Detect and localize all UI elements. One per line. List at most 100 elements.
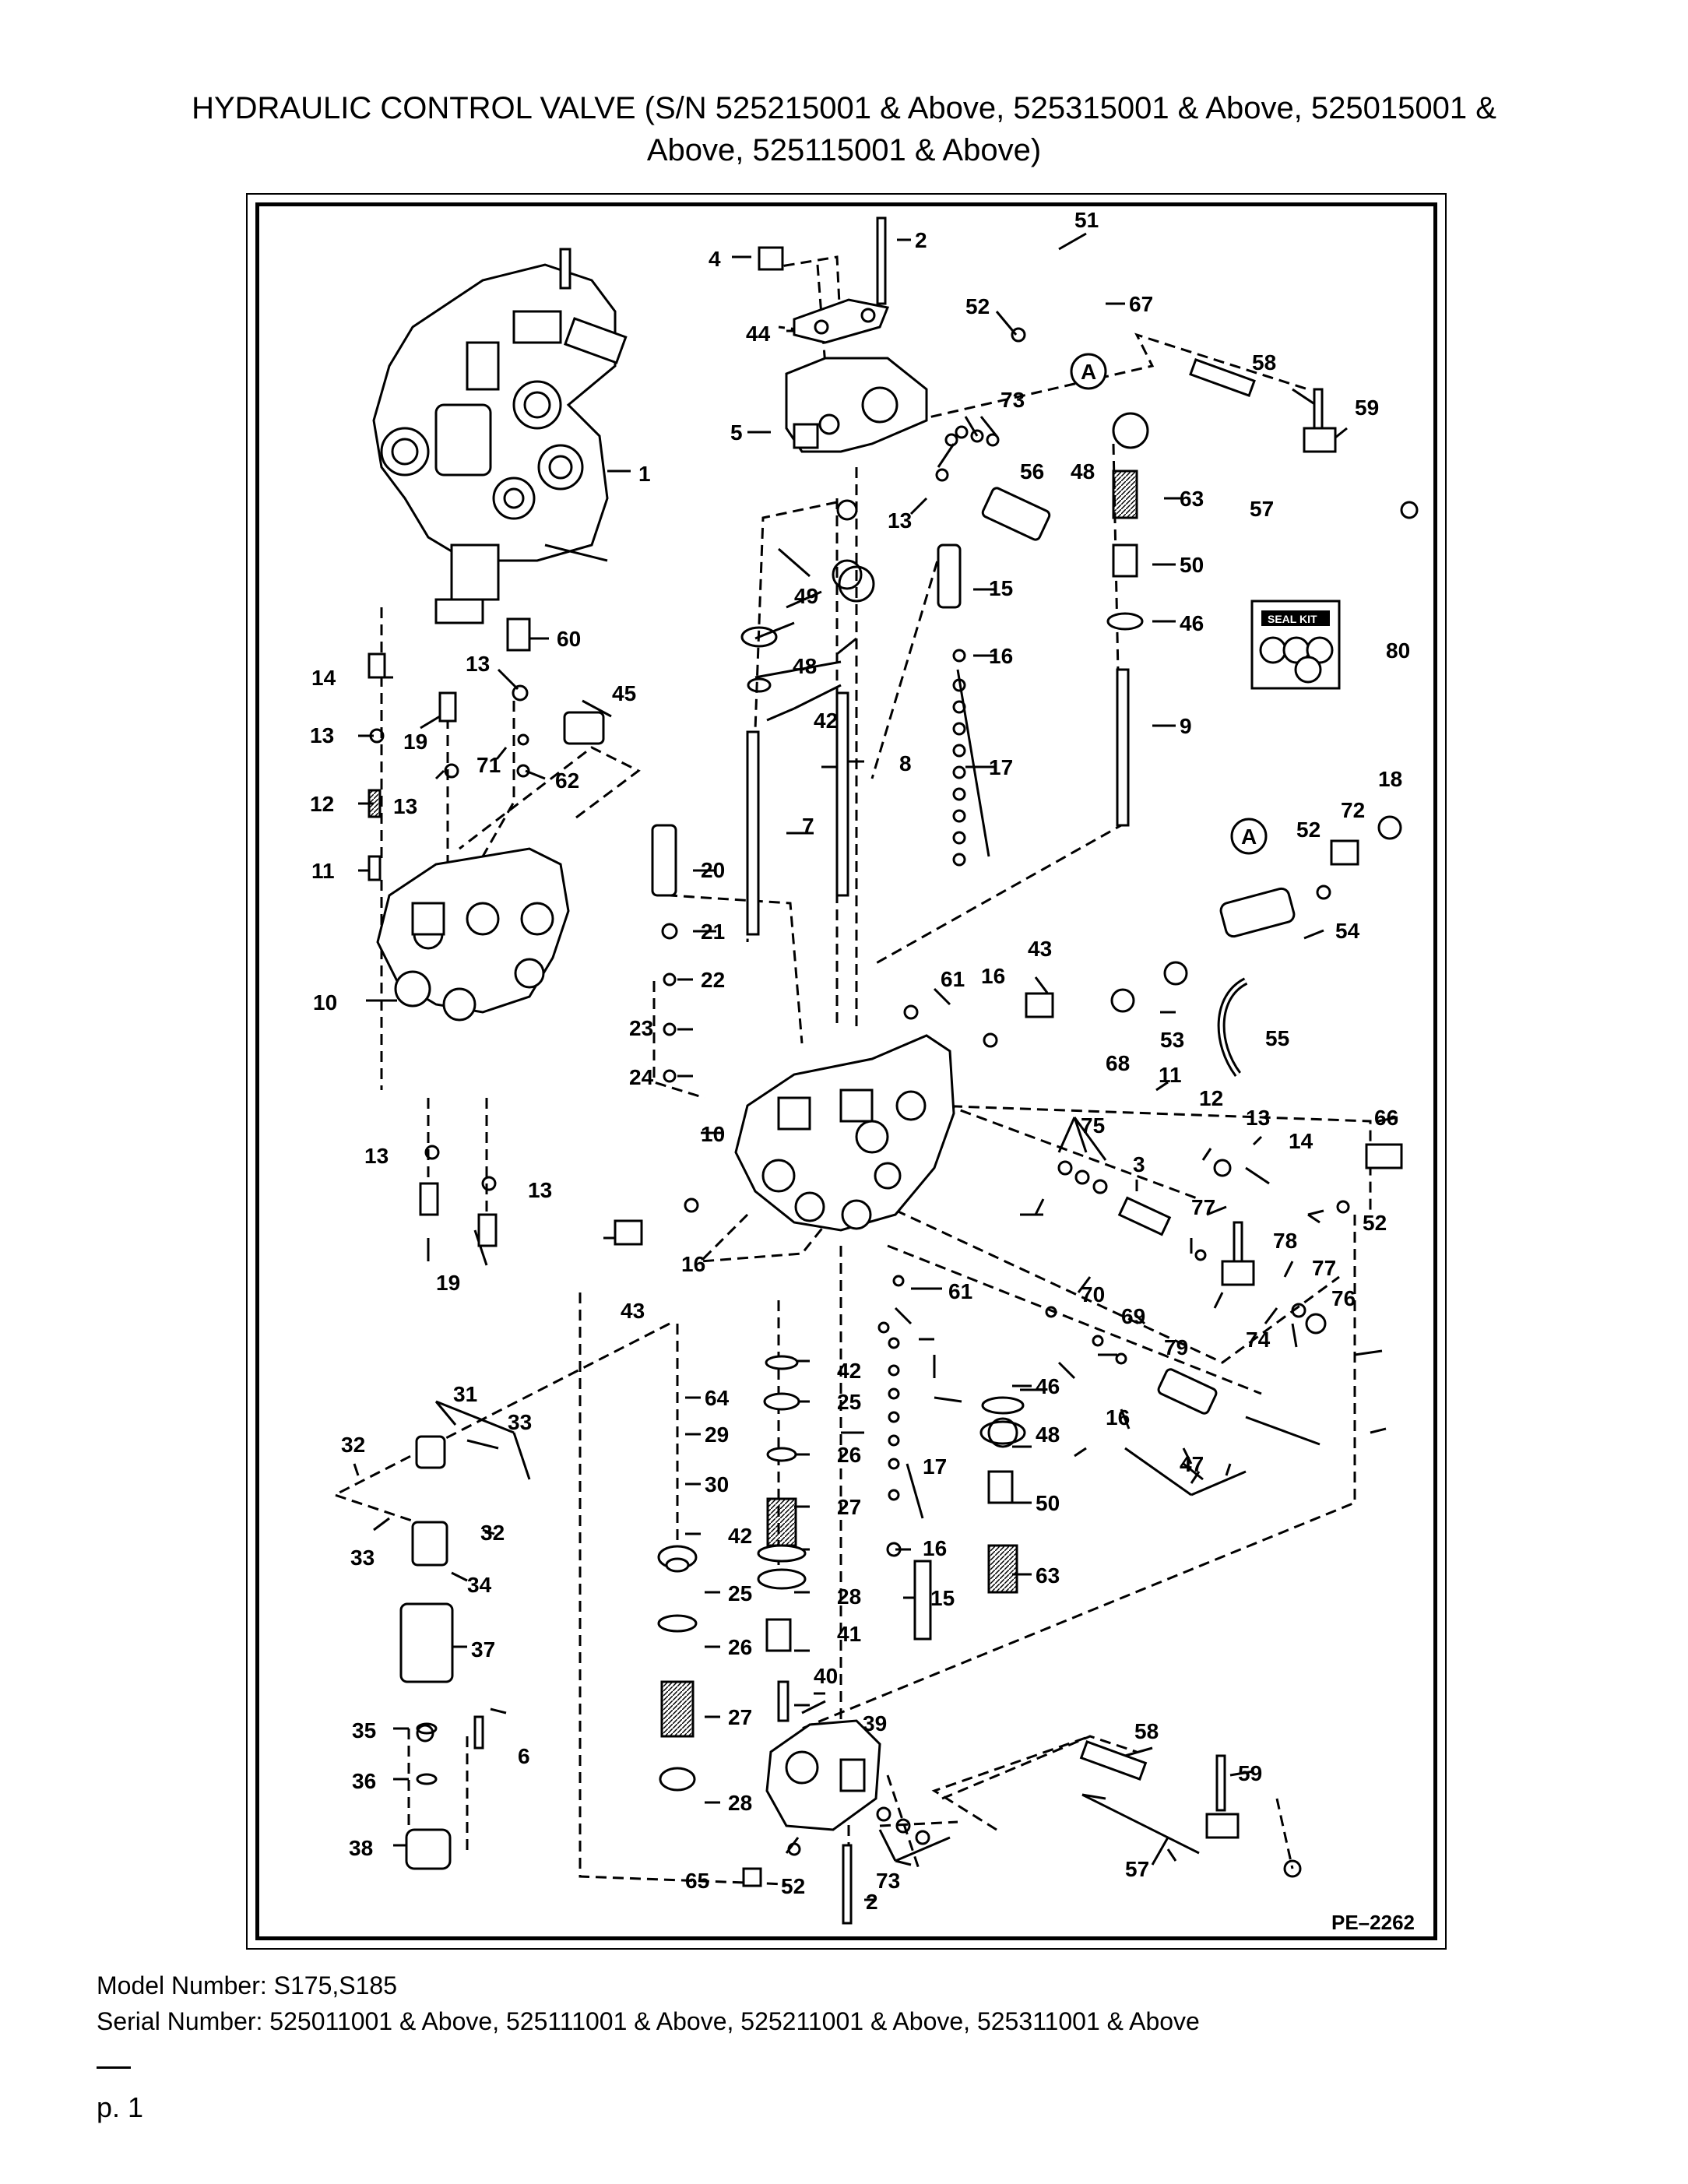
callout-54: 54	[1335, 919, 1360, 943]
callout-24: 24	[629, 1065, 654, 1089]
callout-2: 2	[915, 228, 927, 252]
callout-9: 9	[1180, 714, 1192, 738]
callout-66: 66	[1374, 1106, 1398, 1130]
callout-29: 29	[705, 1423, 729, 1447]
callout-52: 52	[1296, 818, 1321, 842]
callout-11: 11	[311, 859, 335, 883]
callout-16: 16	[1106, 1405, 1130, 1430]
callout-26: 26	[728, 1635, 752, 1659]
callout-20: 20	[701, 858, 725, 882]
callout-59: 59	[1238, 1761, 1262, 1785]
callout-73: 73	[1000, 388, 1025, 412]
callout-12: 12	[310, 792, 334, 816]
callout-31: 31	[453, 1382, 477, 1406]
callout-34: 34	[467, 1573, 492, 1597]
callout-52: 52	[781, 1874, 805, 1898]
callout-46: 46	[1180, 611, 1204, 635]
callout-25: 25	[728, 1581, 752, 1605]
callout-79: 79	[1164, 1335, 1188, 1359]
callout-69: 69	[1121, 1304, 1145, 1328]
callout-50: 50	[1036, 1491, 1060, 1515]
serial-number: Serial Number: 525011001 & Above, 525111…	[97, 2007, 1200, 2035]
callout-63: 63	[1036, 1563, 1060, 1588]
callout-57: 57	[1125, 1857, 1149, 1881]
callout-15: 15	[989, 576, 1013, 600]
callout-13: 13	[393, 794, 417, 818]
callout-61: 61	[948, 1279, 972, 1303]
valve-assembly-drawing	[367, 216, 1403, 1925]
callout-13: 13	[364, 1144, 389, 1168]
callout-14: 14	[1289, 1129, 1313, 1153]
callout-16: 16	[989, 644, 1013, 668]
callout-11: 11	[1159, 1063, 1182, 1087]
callout-73: 73	[876, 1869, 900, 1893]
callout-33: 33	[350, 1546, 375, 1570]
callout-50: 50	[1180, 553, 1204, 577]
callout-51: 51	[1074, 208, 1099, 232]
callout-48: 48	[1036, 1423, 1060, 1447]
svg-text:A: A	[1241, 825, 1257, 849]
callout-32: 32	[480, 1521, 505, 1545]
callout-45: 45	[612, 681, 636, 705]
callout-13: 13	[466, 652, 490, 676]
callout-16: 16	[681, 1252, 705, 1276]
callout-56: 56	[1020, 459, 1044, 484]
callout-65: 65	[685, 1869, 709, 1893]
callout-numbers: 1 2 2 3 4 5 6 7 8 9 10 10 11 11 12 12 13…	[310, 208, 1410, 1914]
callout-64: 64	[705, 1386, 730, 1410]
callout-23: 23	[629, 1016, 653, 1040]
callout-48: 48	[793, 654, 817, 678]
callout-44: 44	[746, 322, 771, 346]
callout-14: 14	[311, 666, 336, 690]
callout-28: 28	[837, 1584, 861, 1609]
callout-46: 46	[1036, 1374, 1060, 1398]
page-divider	[97, 2066, 131, 2069]
callout-15: 15	[930, 1586, 955, 1610]
page-number: p. 1	[97, 2091, 144, 2123]
callout-21: 21	[701, 920, 725, 944]
callout-5: 5	[730, 420, 743, 445]
callout-3: 3	[1133, 1152, 1145, 1176]
callout-72: 72	[1341, 798, 1365, 822]
callout-76: 76	[1331, 1286, 1356, 1310]
callout-70: 70	[1081, 1282, 1105, 1307]
svg-text:A: A	[1081, 360, 1096, 384]
callout-30: 30	[705, 1472, 729, 1496]
callout-13: 13	[1246, 1106, 1270, 1130]
callout-1: 1	[638, 462, 651, 486]
callout-52: 52	[1363, 1211, 1387, 1235]
callout-17: 17	[989, 755, 1013, 779]
callout-71: 71	[477, 753, 501, 777]
callout-61: 61	[941, 967, 965, 991]
callout-28: 28	[728, 1791, 752, 1815]
callout-49: 49	[794, 584, 818, 608]
callout-40: 40	[814, 1664, 838, 1688]
callout-42: 42	[728, 1524, 752, 1548]
callout-26: 26	[837, 1443, 861, 1467]
callout-8: 8	[899, 751, 912, 775]
callout-32: 32	[341, 1433, 365, 1457]
callout-62: 62	[555, 768, 579, 793]
drawing-code: PE–2262	[1331, 1911, 1415, 1934]
callout-2: 2	[866, 1890, 878, 1914]
callout-19: 19	[436, 1271, 460, 1295]
callout-78: 78	[1273, 1229, 1297, 1253]
callout-38: 38	[349, 1836, 373, 1860]
callout-10: 10	[313, 990, 337, 1015]
title-line-2: Above, 525115001 & Above)	[646, 133, 1042, 167]
seal-kit-box: SEAL KIT	[1261, 610, 1330, 626]
callout-16: 16	[981, 964, 1005, 988]
callout-47: 47	[1180, 1452, 1204, 1476]
callout-80: 80	[1386, 638, 1410, 663]
callout-77: 77	[1191, 1195, 1215, 1219]
callout-67: 67	[1129, 292, 1153, 316]
callout-74: 74	[1246, 1328, 1271, 1352]
callout-4: 4	[709, 247, 721, 271]
o-rings	[369, 327, 1419, 1878]
callout-58: 58	[1252, 350, 1276, 375]
callout-7: 7	[802, 814, 814, 838]
callout-52: 52	[965, 294, 990, 318]
callout-16: 16	[923, 1536, 947, 1560]
callout-13: 13	[310, 723, 334, 747]
